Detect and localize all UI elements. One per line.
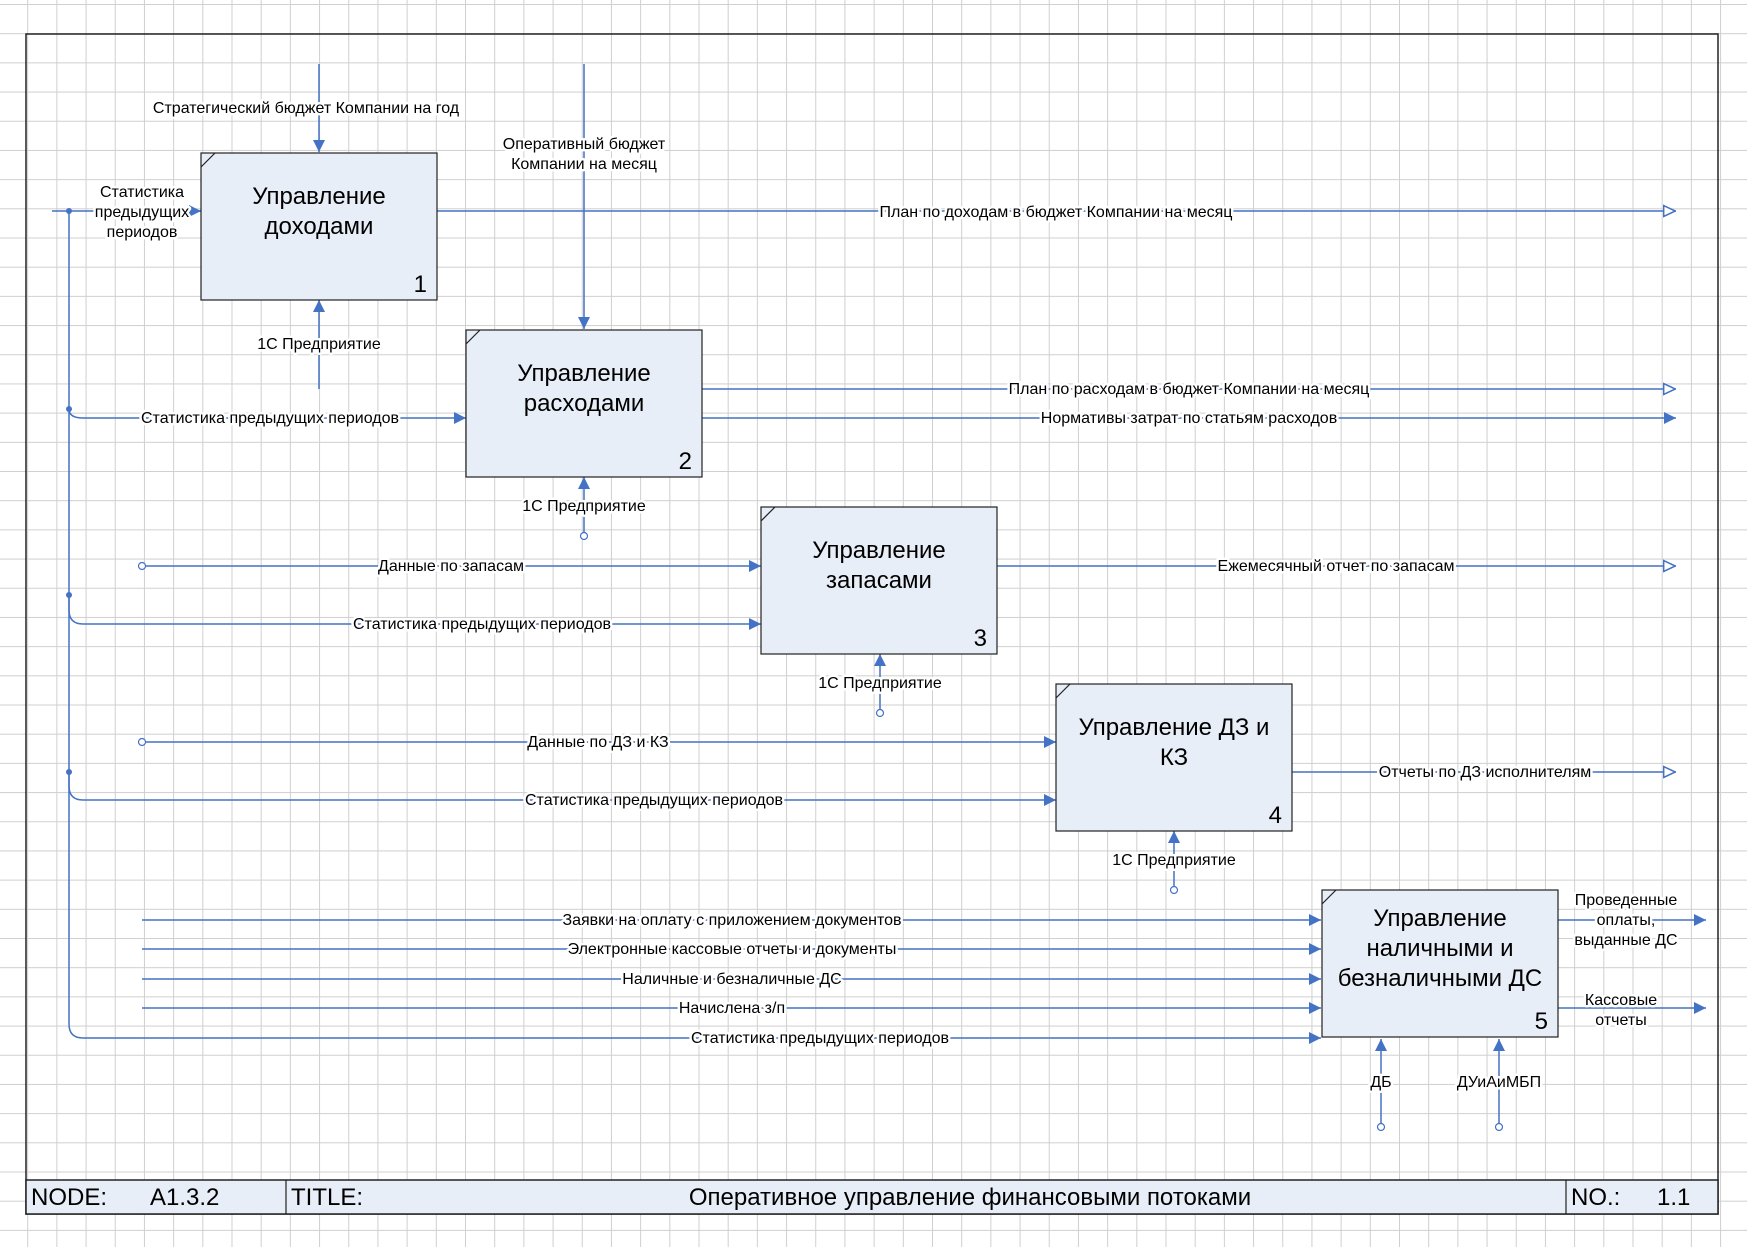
tunnel-dot xyxy=(1376,1122,1386,1132)
box-title-line: запасами xyxy=(826,567,932,594)
label-cash-out: отчеты xyxy=(1595,1012,1646,1029)
label-cash-noncash: Наличные и безналичные ДС xyxy=(622,971,841,988)
label-cash-reports-docs: Электронные кассовые отчеты и документы xyxy=(568,941,897,958)
label-mech-db: ДБ xyxy=(1370,1074,1391,1091)
box-title-line: наличными и xyxy=(1367,935,1514,962)
activity-box-1[interactable]: Управление доходами 1 xyxy=(200,152,438,301)
label-stats-box3: Статистика предыдущих периодов xyxy=(353,616,611,633)
tunnel-dot xyxy=(1494,1122,1504,1132)
box-number: 1 xyxy=(414,271,427,298)
box-title-line: Управление ДЗ и xyxy=(1079,714,1270,741)
label-dz-kz-data: Данные по ДЗ и КЗ xyxy=(527,734,668,751)
activity-box-3[interactable]: Управление запасами 3 xyxy=(760,506,998,655)
label-dz-reports: Отчеты по ДЗ исполнителям xyxy=(1379,764,1591,781)
footer-node-label: NODE: xyxy=(31,1184,107,1211)
activity-box-5[interactable]: Управление наличными и безналичными ДС 5 xyxy=(1321,889,1559,1038)
box-title-line: расходами xyxy=(524,390,645,417)
label-operative-budget: Компании на месяц xyxy=(511,156,657,173)
arrow-stats-box4 xyxy=(68,772,1056,806)
arrow-stats-box3 xyxy=(68,595,761,630)
tunnel-dot xyxy=(875,708,885,718)
box-number: 3 xyxy=(974,625,987,652)
arrow-stats-box2 xyxy=(68,408,466,424)
label-mech-1c-3: 1С Предприятие xyxy=(818,675,942,692)
label-stats-box2: Статистика предыдущих периодов xyxy=(141,410,399,427)
footer-title-block: NODE: A1.3.2 TITLE: Оперативное управлен… xyxy=(25,1179,1719,1215)
label-mech-1c-1: 1С Предприятие xyxy=(257,336,381,353)
label-payment-requests: Заявки на оплату с приложением документо… xyxy=(562,912,901,929)
tunnel-dot xyxy=(1169,885,1179,895)
box-title-line: безналичными ДС xyxy=(1338,965,1542,992)
activity-box-2[interactable]: Управление расходами 2 xyxy=(465,329,703,478)
box-number: 4 xyxy=(1269,802,1282,829)
label-cost-norms: Нормативы затрат по статьям расходов xyxy=(1041,410,1337,427)
label-stats-box1: предыдущих xyxy=(95,204,189,221)
label-payments-out: выданные ДС xyxy=(1574,932,1677,949)
tunnel-dot xyxy=(579,531,589,541)
label-operative-budget: Оперативный бюджет xyxy=(503,136,666,153)
box-title-line: Управление xyxy=(1373,905,1506,932)
footer-no-label: NO.: xyxy=(1571,1184,1620,1211)
label-mech-1c-2: 1С Предприятие xyxy=(522,498,646,515)
activity-box-4[interactable]: Управление ДЗ и КЗ 4 xyxy=(1055,683,1293,832)
tunnel-dot xyxy=(137,561,147,571)
footer-title-value: Оперативное управление финансовыми поток… xyxy=(689,1184,1251,1211)
box-title-line: КЗ xyxy=(1160,744,1188,771)
label-strategic-budget: Стратегический бюджет Компании на год xyxy=(153,100,460,117)
footer-title-label: TITLE: xyxy=(291,1184,363,1211)
label-stock-data: Данные по запасам xyxy=(378,558,524,575)
label-salary: Начислена з/п xyxy=(679,1000,785,1017)
stats-bus-vertical xyxy=(68,211,84,1039)
label-stats-box5: Статистика предыдущих периодов xyxy=(691,1030,949,1047)
box-number: 2 xyxy=(679,448,692,475)
box-title-line: доходами xyxy=(265,213,374,240)
label-stock-report: Ежемесячный отчет по запасам xyxy=(1218,558,1455,575)
label-stats-box4: Статистика предыдущих периодов xyxy=(525,792,783,809)
label-expense-plan: План по расходам в бюджет Компании на ме… xyxy=(1009,381,1370,398)
arrow-labels: Стратегический бюджет Компании на год Оп… xyxy=(92,98,1680,1094)
label-mech-duiaimbp: ДУиАиМБП xyxy=(1457,1074,1541,1091)
footer-node-value: A1.3.2 xyxy=(150,1184,219,1211)
tunnel-dot xyxy=(137,737,147,747)
label-cash-out: Кассовые xyxy=(1585,992,1657,1009)
box-title-line: Управление xyxy=(517,360,650,387)
label-stats-box1: Статистика xyxy=(100,184,184,201)
connectors xyxy=(52,64,1706,1132)
label-stats-box1: периодов xyxy=(107,224,178,241)
label-income-plan: План по доходам в бюджет Компании на мес… xyxy=(880,204,1233,221)
box-number: 5 xyxy=(1535,1008,1548,1035)
footer-no-value: 1.1 xyxy=(1657,1184,1690,1211)
label-payments-out: оплаты, xyxy=(1597,912,1656,929)
box-title-line: Управление xyxy=(812,537,945,564)
label-mech-1c-4: 1С Предприятие xyxy=(1112,852,1236,869)
box-title-line: Управление xyxy=(252,183,385,210)
bus-dot xyxy=(66,208,72,214)
label-payments-out: Проведенные xyxy=(1575,892,1678,909)
